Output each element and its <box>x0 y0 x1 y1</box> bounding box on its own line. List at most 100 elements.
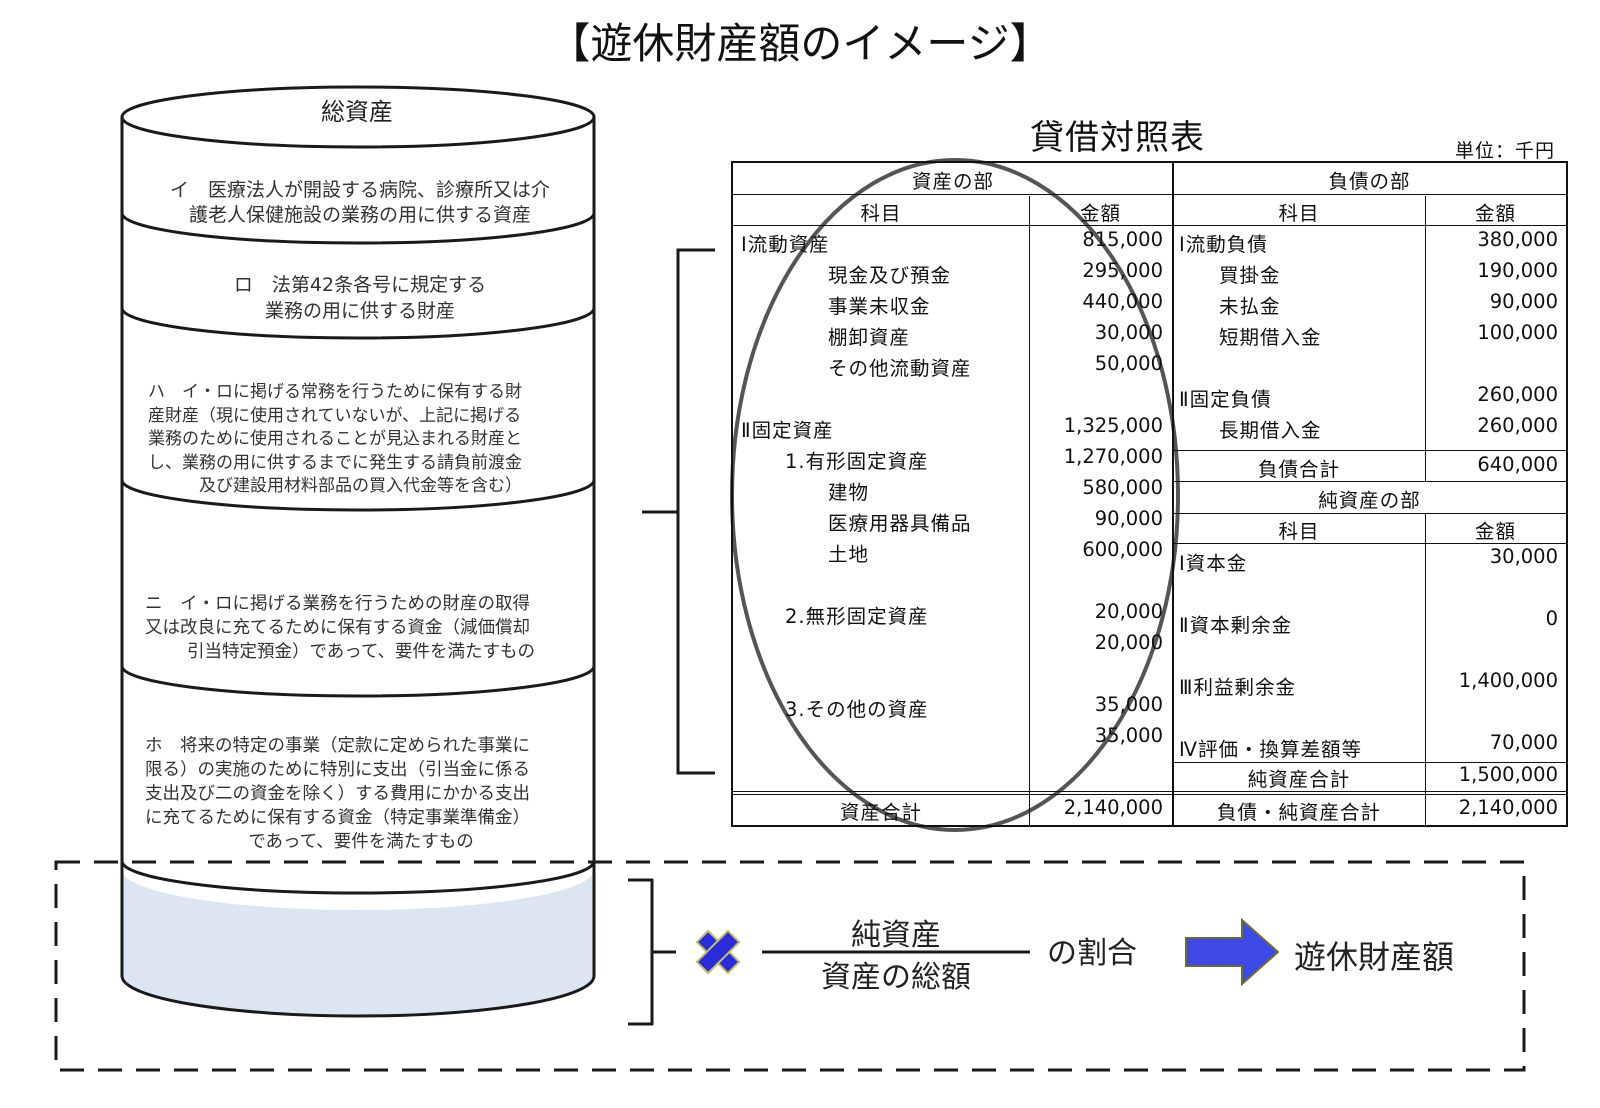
segment-divider <box>120 212 596 245</box>
asset-amount: 295,000 <box>1082 259 1163 282</box>
net-assets-section-header: 純資産の部 <box>1318 489 1421 512</box>
liability-amount: 100,000 <box>1477 321 1558 344</box>
large-brace <box>642 248 715 775</box>
liabilities-amount-header: 金額 <box>1474 202 1516 225</box>
liability-amount: 90,000 <box>1489 290 1558 313</box>
asset-item: 土地 <box>828 543 870 566</box>
segment-ro-text: ロ 法第42条各号に規定する 業務の用に供する財産 <box>145 272 575 324</box>
asset-item: 2.無形固定資産 <box>785 605 929 628</box>
segment-i-text: イ 医療法人が開設する病院、診療所又は介 護老人保健施設の業務の用に供する資産 <box>145 178 575 228</box>
col-divider <box>1029 196 1030 825</box>
liability-item: 長期借入金 <box>1219 419 1322 442</box>
net-asset-dashed-box <box>54 860 1526 1072</box>
row-divider <box>1173 513 1566 514</box>
asset-item: その他流動資産 <box>828 357 972 380</box>
liability-item: 短期借入金 <box>1219 326 1322 349</box>
liabilities-total-label: 負債合計 <box>1257 458 1340 481</box>
assets-total-amount: 2,140,000 <box>1063 796 1163 819</box>
net-item: Ⅰ資本金 <box>1179 552 1248 575</box>
asset-amount: 580,000 <box>1082 476 1163 499</box>
row-divider <box>1173 543 1566 544</box>
asset-amount: 600,000 <box>1082 538 1163 561</box>
asset-item: Ⅱ固定資産 <box>741 419 834 442</box>
asset-item: 1.有形固定資産 <box>785 450 929 473</box>
segment-ho-text: ホ 将来の特定の事業（定款に定められた事業に 限る）の実施のために特別に支出（引… <box>145 734 577 854</box>
segment-line: 業務の用に供する財産 <box>264 300 455 322</box>
segment-line: 業務のために使用されることが見込まれる財産と <box>148 429 522 449</box>
row-divider <box>1173 762 1566 763</box>
asset-item: 現金及び預金 <box>828 264 952 287</box>
asset-amount: 20,000 <box>1094 600 1163 623</box>
balance-sheet-title: 貸借対照表 <box>1030 118 1205 158</box>
assets-item-header: 科目 <box>860 202 902 225</box>
liability-item: Ⅱ固定負債 <box>1179 388 1272 411</box>
liability-item: 未払金 <box>1219 295 1281 318</box>
asset-item: 事業未収金 <box>828 295 931 318</box>
row-divider <box>733 225 1566 226</box>
col-divider <box>1425 196 1426 482</box>
asset-item: 建物 <box>828 481 870 504</box>
asset-amount: 1,325,000 <box>1063 414 1163 437</box>
asset-item: 医療用器具備品 <box>828 512 972 535</box>
liability-amount: 260,000 <box>1477 414 1558 437</box>
asset-amount: 35,000 <box>1094 693 1163 716</box>
cylinder-top-ellipse <box>120 85 596 149</box>
net-amount: 1,400,000 <box>1458 669 1558 692</box>
asset-amount: 50,000 <box>1094 352 1163 375</box>
assets-section-header: 資産の部 <box>911 170 994 193</box>
balance-sheet-table: 資産の部 負債の部 科目 金額 科目 金額 Ⅰ流動資産 815,000 現金及び… <box>731 161 1568 827</box>
net-amount: 30,000 <box>1489 545 1558 568</box>
asset-amount: 815,000 <box>1082 228 1163 251</box>
liabilities-section-header: 負債の部 <box>1328 170 1411 193</box>
asset-amount: 30,000 <box>1094 321 1163 344</box>
segment-line: ロ 法第42条各号に規定する <box>233 274 487 296</box>
total-assets-label: 総資産 <box>321 98 393 126</box>
net-item: Ⅱ資本剰余金 <box>1179 614 1293 637</box>
assets-total-label: 資産合計 <box>839 801 922 824</box>
segment-line: であって、要件を満たすもの <box>248 832 474 852</box>
net-total-amount: 1,500,000 <box>1458 763 1558 786</box>
page-title: 【遊休財産額のイメージ】 <box>548 19 1052 68</box>
asset-item: 3.その他の資産 <box>785 698 929 721</box>
col-divider <box>1425 514 1426 825</box>
segment-line: し、業務の用に供するまでに発生する請負前渡金 <box>148 452 522 473</box>
segment-line: 限る）の実施のために特別に支出（引当金に係る <box>145 760 530 780</box>
unit-label: 単位：千円 <box>1455 140 1556 162</box>
asset-amount: 35,000 <box>1094 724 1163 747</box>
segment-line: ハ イ・ロに掲げる常務を行うために保有する財 <box>148 382 522 402</box>
result-label: 遊休財産額 <box>1294 938 1455 976</box>
asset-amount: 20,000 <box>1094 631 1163 654</box>
net-item: Ⅳ評価・換算差額等 <box>1179 738 1362 761</box>
right-arrow-icon <box>1185 917 1280 987</box>
assets-amount-header: 金額 <box>1079 202 1121 225</box>
segment-line: 引当特定預金）であって、要件を満たすもの <box>186 642 536 662</box>
liability-amount: 260,000 <box>1477 383 1558 406</box>
grand-total-amount: 2,140,000 <box>1458 796 1558 819</box>
liability-item: Ⅰ流動負債 <box>1179 233 1268 256</box>
liability-amount: 190,000 <box>1477 259 1558 282</box>
net-amount-header: 金額 <box>1474 520 1516 543</box>
center-divider <box>1172 163 1174 825</box>
grand-total-label: 負債・純資産合計 <box>1216 801 1381 824</box>
segment-line: イ 医療法人が開設する病院、診療所又は介 <box>169 179 550 201</box>
liabilities-total-amount: 640,000 <box>1477 453 1558 476</box>
net-total-label: 純資産合計 <box>1247 768 1351 791</box>
liabilities-item-header: 科目 <box>1278 202 1320 225</box>
segment-line: 支出及び二の資金を除く）する費用にかかる支出 <box>145 784 530 804</box>
segment-line: ホ 将来の特定の事業（定款に定められた事業に <box>145 736 530 756</box>
liability-item: 買掛金 <box>1219 264 1281 287</box>
asset-amount: 440,000 <box>1082 290 1163 313</box>
total-divider <box>733 791 1566 795</box>
fraction-denominator: 資産の総額 <box>821 960 971 995</box>
net-item-header: 科目 <box>1278 520 1320 543</box>
row-divider <box>733 194 1566 195</box>
segment-line: 産財産（現に使用されていないが、上記に掲げる <box>148 405 522 426</box>
segment-divider <box>120 665 596 698</box>
asset-amount: 90,000 <box>1094 507 1163 530</box>
segment-line: 及び建設用材料部品の買入代金等を含む） <box>199 476 522 496</box>
row-divider <box>1173 481 1566 482</box>
net-amount: 0 <box>1545 607 1558 630</box>
asset-amount: 1,270,000 <box>1063 445 1163 468</box>
segment-line: ニ イ・ロに掲げる業務を行うための財産の取得 <box>145 594 530 614</box>
row-divider <box>1173 450 1566 451</box>
